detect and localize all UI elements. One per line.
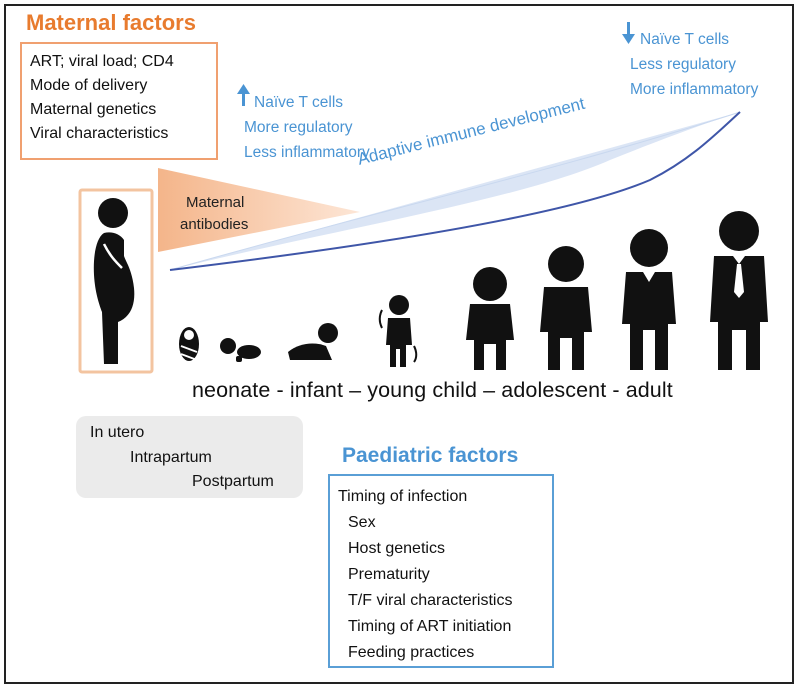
arrow-down-icon xyxy=(622,22,635,44)
early-immune-naive: Naïve T cells xyxy=(254,94,344,111)
late-immune-regulatory: Less regulatory xyxy=(630,56,736,73)
late-immune-naive: Naïve T cells xyxy=(640,31,730,48)
postpartum-label: Postpartum xyxy=(192,473,274,490)
neonate-icon xyxy=(179,327,199,361)
maternal-antibodies-wedge xyxy=(158,168,360,252)
crawling-baby-icon xyxy=(288,323,338,360)
early-immune-inflammatory: Less inflammatory xyxy=(244,144,370,161)
adult-icon xyxy=(710,211,768,370)
maternal-antibodies-line: Maternal xyxy=(186,194,245,211)
maternal-antibodies-label: Maternal antibodies xyxy=(180,192,248,236)
maternal-factor-item: Mode of delivery xyxy=(30,77,148,94)
paediatric-factor-item: Timing of infection xyxy=(338,488,468,505)
arrow-up-icon xyxy=(237,84,250,106)
intrapartum-label: Intrapartum xyxy=(130,449,212,466)
transmission-routes-box: In utero Intrapartum Postpartum xyxy=(76,416,303,498)
infant-icon xyxy=(220,338,261,362)
life-stages-label: neonate - infant – young child – adolesc… xyxy=(192,378,673,402)
maternal-factor-item: Viral characteristics xyxy=(30,125,169,142)
paediatric-factor-item: Prematurity xyxy=(348,566,430,583)
adaptive-immune-top-edge xyxy=(169,111,741,271)
maternal-factors-box: ART; viral load; CD4 Mode of delivery Ma… xyxy=(20,42,218,160)
toddler-icon xyxy=(378,295,418,367)
paediatric-factors-box: Timing of infection Sex Host genetics Pr… xyxy=(328,474,554,668)
paediatric-factor-item: Host genetics xyxy=(348,540,445,557)
paediatric-factor-item: Sex xyxy=(348,514,376,531)
adaptive-immune-curve xyxy=(169,111,741,271)
paediatric-factors-title: Paediatric factors xyxy=(342,444,519,467)
paediatric-factor-item: T/F viral characteristics xyxy=(348,592,513,609)
paediatric-factor-item: Timing of ART initiation xyxy=(348,618,512,635)
in-utero-label: In utero xyxy=(90,424,145,441)
late-immune-inflammatory: More inflammatory xyxy=(630,81,759,98)
adolescent-icon xyxy=(540,246,592,370)
pregnant-woman-icon xyxy=(93,198,135,364)
maternal-factor-item: ART; viral load; CD4 xyxy=(30,53,174,70)
figure-frame xyxy=(4,4,794,684)
maternal-factor-item: Maternal genetics xyxy=(30,101,157,118)
paediatric-factor-item: Feeding practices xyxy=(348,644,475,661)
maternal-factors-title: Maternal factors xyxy=(26,10,196,35)
young-adult-icon xyxy=(622,229,676,370)
maternal-antibodies-line: antibodies xyxy=(180,216,249,233)
early-immune-regulatory: More regulatory xyxy=(244,119,353,136)
child-icon xyxy=(466,267,514,370)
